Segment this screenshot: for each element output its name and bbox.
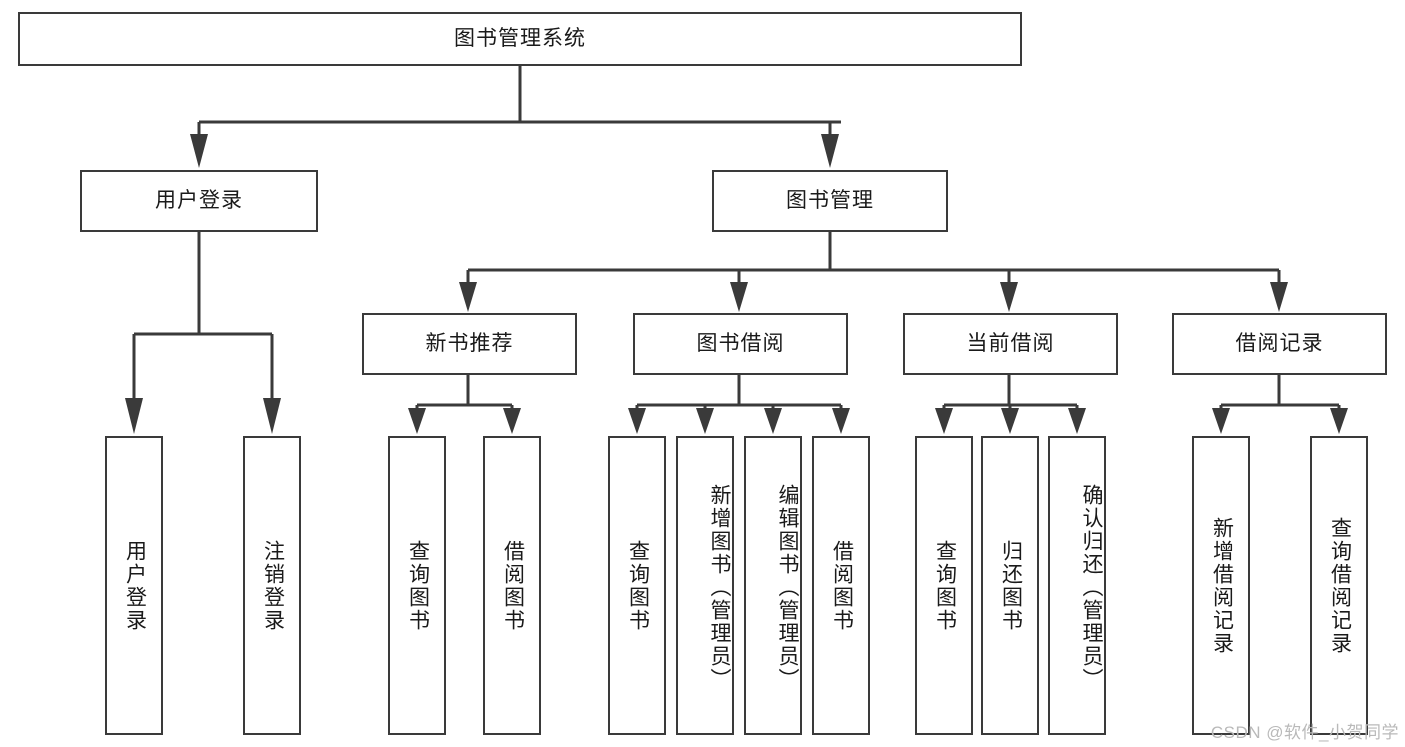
arrowhead-cb-leaf-1 xyxy=(935,408,953,434)
leaf-add-borrow-record[interactable]: 新增借阅记录 xyxy=(1192,436,1250,735)
node-label: 归还图书 xyxy=(999,539,1023,632)
node-label: 用户登录 xyxy=(155,189,243,213)
leaf-user-login[interactable]: 用户登录 xyxy=(105,436,163,735)
arrowhead-bb-leaf-3 xyxy=(764,408,782,434)
arrowhead-cb-leaf-2 xyxy=(1001,408,1019,434)
node-label: 查询图书 xyxy=(933,539,957,632)
arrowhead-br-leaf-1 xyxy=(1212,408,1230,434)
leaf-query-book-borrow[interactable]: 查询图书 xyxy=(608,436,666,735)
leaf-query-book-new[interactable]: 查询图书 xyxy=(388,436,446,735)
node-label: 注销登录 xyxy=(261,539,285,632)
node-root-system[interactable]: 图书管理系统 xyxy=(18,12,1022,66)
node-label: 确认归还（管理员） xyxy=(1080,484,1103,691)
leaf-logout[interactable]: 注销登录 xyxy=(243,436,301,735)
arrowhead-leaf-user-login xyxy=(125,398,143,434)
node-label: 借阅记录 xyxy=(1235,332,1324,356)
arrowhead-user-login xyxy=(190,134,208,168)
arrowhead-bb-leaf-2 xyxy=(696,408,714,434)
watermark-text: CSDN @软件_小贺同学 xyxy=(1210,723,1399,742)
node-current-borrow[interactable]: 当前借阅 xyxy=(903,313,1118,375)
arrowhead-cb-leaf-3 xyxy=(1068,408,1086,434)
arrowhead-bb-leaf-4 xyxy=(832,408,850,434)
arrowhead-nb-leaf-2 xyxy=(503,408,521,434)
arrowhead-br-leaf-2 xyxy=(1330,408,1348,434)
node-label: 图书管理系统 xyxy=(454,27,586,51)
node-label: 用户登录 xyxy=(123,539,147,632)
node-label: 借阅图书 xyxy=(501,539,525,632)
leaf-return-book[interactable]: 归还图书 xyxy=(981,436,1039,735)
arrowhead-leaf-logout xyxy=(263,398,281,434)
node-label: 查询借阅记录 xyxy=(1328,516,1352,655)
node-label: 编辑图书（管理员） xyxy=(776,484,799,691)
leaf-query-borrow-record[interactable]: 查询借阅记录 xyxy=(1310,436,1368,735)
node-label: 查询图书 xyxy=(406,539,430,632)
leaf-edit-book-admin[interactable]: 编辑图书（管理员） xyxy=(744,436,802,735)
arrowhead-book-borrow xyxy=(730,282,748,312)
node-label: 图书管理 xyxy=(786,189,874,213)
leaf-query-book-current[interactable]: 查询图书 xyxy=(915,436,973,735)
node-label: 图书借阅 xyxy=(696,332,785,356)
node-book-management[interactable]: 图书管理 xyxy=(712,170,948,232)
arrowhead-nb-leaf-1 xyxy=(408,408,426,434)
node-label: 当前借阅 xyxy=(966,332,1055,356)
leaf-borrow-book[interactable]: 借阅图书 xyxy=(812,436,870,735)
arrowhead-borrow-record xyxy=(1270,282,1288,312)
arrowhead-current-borrow xyxy=(1000,282,1018,312)
node-user-login[interactable]: 用户登录 xyxy=(80,170,318,232)
arrowhead-new-book xyxy=(459,282,477,312)
node-label: 查询图书 xyxy=(626,539,650,632)
node-label: 借阅图书 xyxy=(830,539,854,632)
arrowhead-bb-leaf-1 xyxy=(628,408,646,434)
node-label: 新书推荐 xyxy=(425,332,514,356)
leaf-add-book-admin[interactable]: 新增图书（管理员） xyxy=(676,436,734,735)
arrowhead-book-mgmt xyxy=(821,134,839,168)
node-borrow-record[interactable]: 借阅记录 xyxy=(1172,313,1387,375)
node-label: 新增借阅记录 xyxy=(1210,516,1234,655)
node-book-borrow[interactable]: 图书借阅 xyxy=(633,313,848,375)
node-new-book-recommend[interactable]: 新书推荐 xyxy=(362,313,577,375)
leaf-confirm-return-admin[interactable]: 确认归还（管理员） xyxy=(1048,436,1106,735)
node-label: 新增图书（管理员） xyxy=(708,484,731,691)
leaf-borrow-book-new[interactable]: 借阅图书 xyxy=(483,436,541,735)
